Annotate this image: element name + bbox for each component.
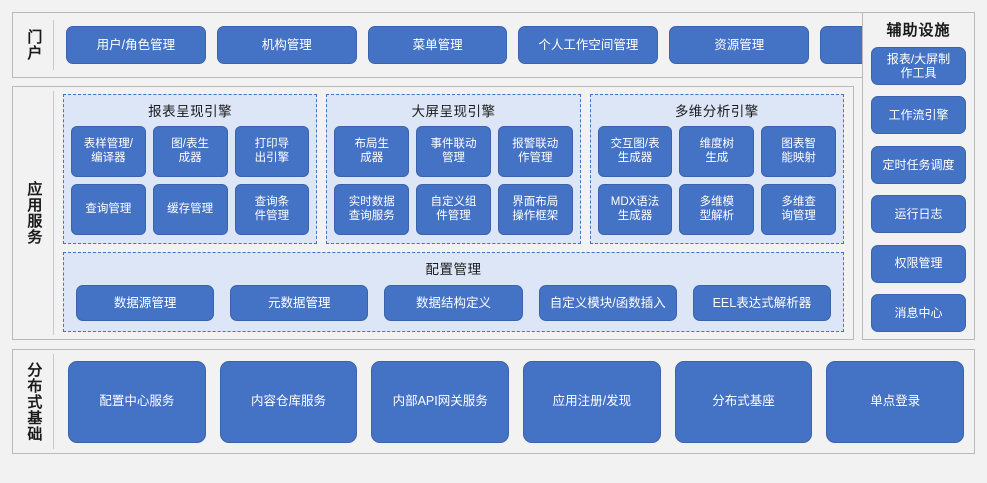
aux-item-report-dashboard-authoring-tool[interactable]: 报表/大屏制 作工具 (871, 47, 966, 85)
distributed-item-distributed-base[interactable]: 分布式基座 (674, 360, 813, 443)
engine-item-layout-generator[interactable]: 布局生 成器 (334, 126, 410, 177)
engine-item-query-condition-management[interactable]: 查询条 件管理 (234, 184, 310, 235)
engine-report-rendering-grid: 表样管理/ 编译器 图/表生 成器 打印导 出引擎 查询管理 缓存管理 查询条 … (71, 126, 310, 235)
portal-panel: 门户 用户/角色管理 机构管理 菜单管理 个人工作空间管理 资源管理 自助分析 (12, 12, 975, 78)
portal-item-resource-management[interactable]: 资源管理 (669, 26, 810, 64)
application-services-strip: 应用服务 报表呈现引擎 表样管理/ 编译器 图/表生 成器 打印导 出引擎 查询… (12, 86, 854, 340)
distributed-foundation-list: 配置中心服务 内容仓库服务 内部API网关服务 应用注册/发现 分布式基座 单点… (54, 350, 974, 453)
distributed-item-single-sign-on[interactable]: 单点登录 (826, 360, 965, 443)
engine-item-table-template-manager-compiler[interactable]: 表样管理/ 编译器 (71, 126, 146, 177)
portal-strip: 门户 用户/角色管理 机构管理 菜单管理 个人工作空间管理 资源管理 自助分析 (12, 12, 975, 78)
engine-large-screen-rendering-grid: 布局生 成器 事件联动 管理 报警联动 作管理 实时数据 查询服务 自定义组 件… (334, 126, 573, 235)
portal-row-label: 门户 (13, 20, 54, 70)
engine-item-ui-layout-operation-framework[interactable]: 界面布局 操作框架 (497, 184, 573, 235)
auxiliary-facilities-panel: 辅助设施 报表/大屏制 作工具 工作流引擎 定时任务调度 运行日志 权限管理 消… (862, 12, 975, 340)
portal-item-list: 用户/角色管理 机构管理 菜单管理 个人工作空间管理 资源管理 自助分析 (54, 16, 966, 74)
distributed-item-content-repository-service[interactable]: 内容仓库服务 (219, 360, 358, 443)
aux-item-runtime-log[interactable]: 运行日志 (871, 195, 966, 234)
distributed-foundation-row-label: 分布式基础 (13, 354, 54, 449)
engine-item-chart-smart-mapping[interactable]: 图表智 能映射 (761, 126, 836, 177)
engine-item-dimension-tree-generation[interactable]: 维度树 生成 (679, 126, 755, 177)
engine-multidimensional-analysis-grid: 交互图/表 生成器 维度树 生成 图表智 能映射 MDX语法 生成器 多维模 型… (597, 126, 836, 235)
config-item-eel-expression-parser[interactable]: EEL表达式解析器 (692, 285, 832, 321)
engine-multidimensional-analysis-title: 多维分析引擎 (674, 104, 759, 119)
portal-item-personal-workspace-management[interactable]: 个人工作空间管理 (518, 26, 659, 64)
engine-item-realtime-data-query-service[interactable]: 实时数据 查询服务 (334, 184, 410, 235)
engine-item-mdx-syntax-generator[interactable]: MDX语法 生成器 (597, 184, 673, 235)
aux-item-workflow-engine[interactable]: 工作流引擎 (871, 96, 966, 135)
configuration-management-title: 配置管理 (425, 262, 482, 277)
portal-item-menu-management[interactable]: 菜单管理 (367, 26, 508, 64)
config-item-datasource-management[interactable]: 数据源管理 (76, 285, 215, 321)
distributed-foundation-panel: 分布式基础 配置中心服务 内容仓库服务 内部API网关服务 应用注册/发现 分布… (12, 349, 975, 454)
distributed-foundation-strip: 分布式基础 配置中心服务 内容仓库服务 内部API网关服务 应用注册/发现 分布… (12, 349, 975, 454)
portal-item-user-role-management[interactable]: 用户/角色管理 (66, 26, 206, 64)
distributed-item-config-center-service[interactable]: 配置中心服务 (68, 360, 206, 443)
engine-large-screen-rendering: 大屏呈现引擎 布局生 成器 事件联动 管理 报警联动 作管理 实时数据 查询服务… (326, 94, 581, 244)
portal-item-org-management[interactable]: 机构管理 (216, 26, 357, 64)
configuration-management-list: 数据源管理 元数据管理 数据结构定义 自定义模块/函数插入 EEL表达式解析器 (76, 285, 832, 321)
aux-item-message-center[interactable]: 消息中心 (871, 293, 966, 332)
engine-item-event-linkage-management[interactable]: 事件联动 管理 (416, 126, 491, 177)
application-services-panel: 应用服务 报表呈现引擎 表样管理/ 编译器 图/表生 成器 打印导 出引擎 查询… (12, 86, 854, 340)
engine-item-cache-management[interactable]: 缓存管理 (152, 184, 228, 235)
engine-report-rendering: 报表呈现引擎 表样管理/ 编译器 图/表生 成器 打印导 出引擎 查询管理 缓存… (63, 94, 318, 244)
aux-item-permission-management[interactable]: 权限管理 (871, 244, 966, 283)
engine-multidimensional-analysis: 多维分析引擎 交互图/表 生成器 维度树 生成 图表智 能映射 MDX语法 生成… (589, 94, 844, 244)
engine-large-screen-rendering-title: 大屏呈现引擎 (411, 104, 496, 119)
distributed-item-internal-api-gateway-service[interactable]: 内部API网关服务 (371, 360, 510, 443)
config-item-custom-module-function-insertion[interactable]: 自定义模块/函数插入 (538, 285, 677, 321)
application-services-body: 报表呈现引擎 表样管理/ 编译器 图/表生 成器 打印导 出引擎 查询管理 缓存… (54, 87, 853, 339)
engine-item-chart-table-generator[interactable]: 图/表生 成器 (152, 126, 228, 177)
engine-report-rendering-title: 报表呈现引擎 (148, 104, 233, 119)
config-item-metadata-management[interactable]: 元数据管理 (230, 285, 369, 321)
engine-item-alarm-linkage-action-management[interactable]: 报警联动 作管理 (497, 126, 573, 177)
aux-item-scheduled-task-scheduler[interactable]: 定时任务调度 (871, 145, 966, 184)
engine-item-multidimensional-query-management[interactable]: 多维查 询管理 (761, 184, 836, 235)
application-services-row-label: 应用服务 (13, 91, 54, 335)
engine-item-multidimensional-model-parsing[interactable]: 多维模 型解析 (679, 184, 755, 235)
auxiliary-facilities-title: 辅助设施 (886, 22, 951, 39)
config-item-data-structure-definition[interactable]: 数据结构定义 (384, 285, 523, 321)
engine-row: 报表呈现引擎 表样管理/ 编译器 图/表生 成器 打印导 出引擎 查询管理 缓存… (63, 94, 844, 244)
configuration-management-panel: 配置管理 数据源管理 元数据管理 数据结构定义 自定义模块/函数插入 EEL表达… (63, 252, 844, 332)
engine-item-print-export-engine[interactable]: 打印导 出引擎 (234, 126, 310, 177)
engine-item-interactive-chart-table-generator[interactable]: 交互图/表 生成器 (597, 126, 673, 177)
engine-item-custom-component-management[interactable]: 自定义组 件管理 (416, 184, 491, 235)
distributed-item-app-registration-discovery[interactable]: 应用注册/发现 (523, 360, 661, 443)
auxiliary-facilities-list: 报表/大屏制 作工具 工作流引擎 定时任务调度 运行日志 权限管理 消息中心 (871, 47, 966, 332)
engine-item-query-management[interactable]: 查询管理 (71, 184, 146, 235)
